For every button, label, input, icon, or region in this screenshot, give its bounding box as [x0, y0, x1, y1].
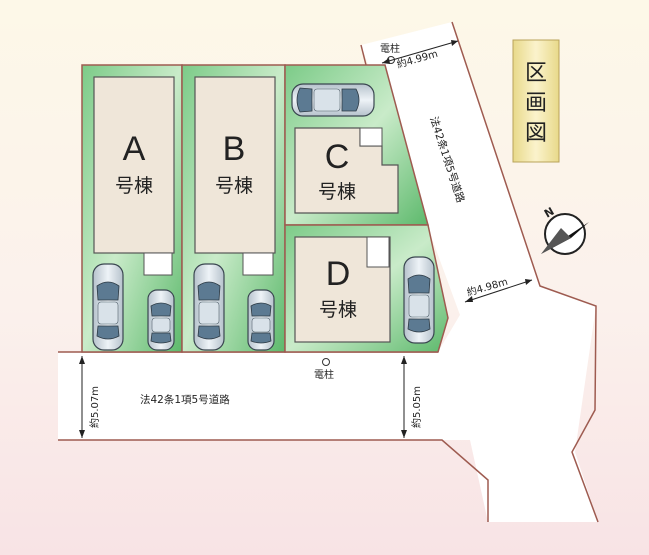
- car-A2: [147, 289, 175, 351]
- dimension-south-left: 約5.07m: [79, 356, 101, 438]
- east-road-boundary-right: [451, 21, 599, 523]
- lot-D: D 号棟: [284, 224, 449, 353]
- title-box: 区画図: [512, 39, 560, 163]
- lot-letter-B: B: [223, 130, 246, 168]
- lot-label-A: 号棟: [115, 175, 153, 197]
- porch-B: [242, 252, 274, 276]
- lot-label-B: 号棟: [215, 175, 253, 197]
- compass-icon: N: [541, 205, 589, 255]
- car-D: [403, 256, 435, 344]
- porch-C: [359, 127, 383, 147]
- lot-A: A 号棟: [81, 64, 183, 353]
- utility-pole-bottom: 電柱: [314, 358, 334, 381]
- east-road: [361, 22, 598, 522]
- road-boundary-bottom: [58, 439, 489, 522]
- utility-pole-top: 電柱: [380, 42, 400, 64]
- lot-label-D: 号棟: [319, 299, 357, 321]
- porch-D: [366, 236, 390, 268]
- lot-label-C: 号棟: [318, 181, 356, 203]
- car-A1: [92, 263, 124, 351]
- car-B1: [193, 263, 225, 351]
- pole-label-top: 電柱: [380, 42, 400, 55]
- south-road-label: 法42条1項5号道路: [140, 393, 230, 406]
- south-width-right: 約5.05m: [410, 386, 423, 428]
- lot-letter-A: A: [123, 130, 146, 168]
- south-width-left: 約5.07m: [88, 386, 101, 428]
- pole-label-bottom: 電柱: [314, 368, 334, 381]
- car-C: [291, 83, 375, 117]
- house-A: [93, 76, 175, 254]
- lot-B: B 号棟: [181, 64, 286, 353]
- lot-letter-C: C: [325, 138, 350, 176]
- title-text: 区画図: [525, 61, 547, 146]
- dimension-south-right: 約5.05m: [401, 356, 423, 438]
- lot-letter-D: D: [326, 255, 351, 293]
- house-B: [194, 76, 276, 254]
- porch-A: [143, 252, 173, 276]
- south-road: [58, 315, 470, 440]
- car-B2: [247, 289, 275, 351]
